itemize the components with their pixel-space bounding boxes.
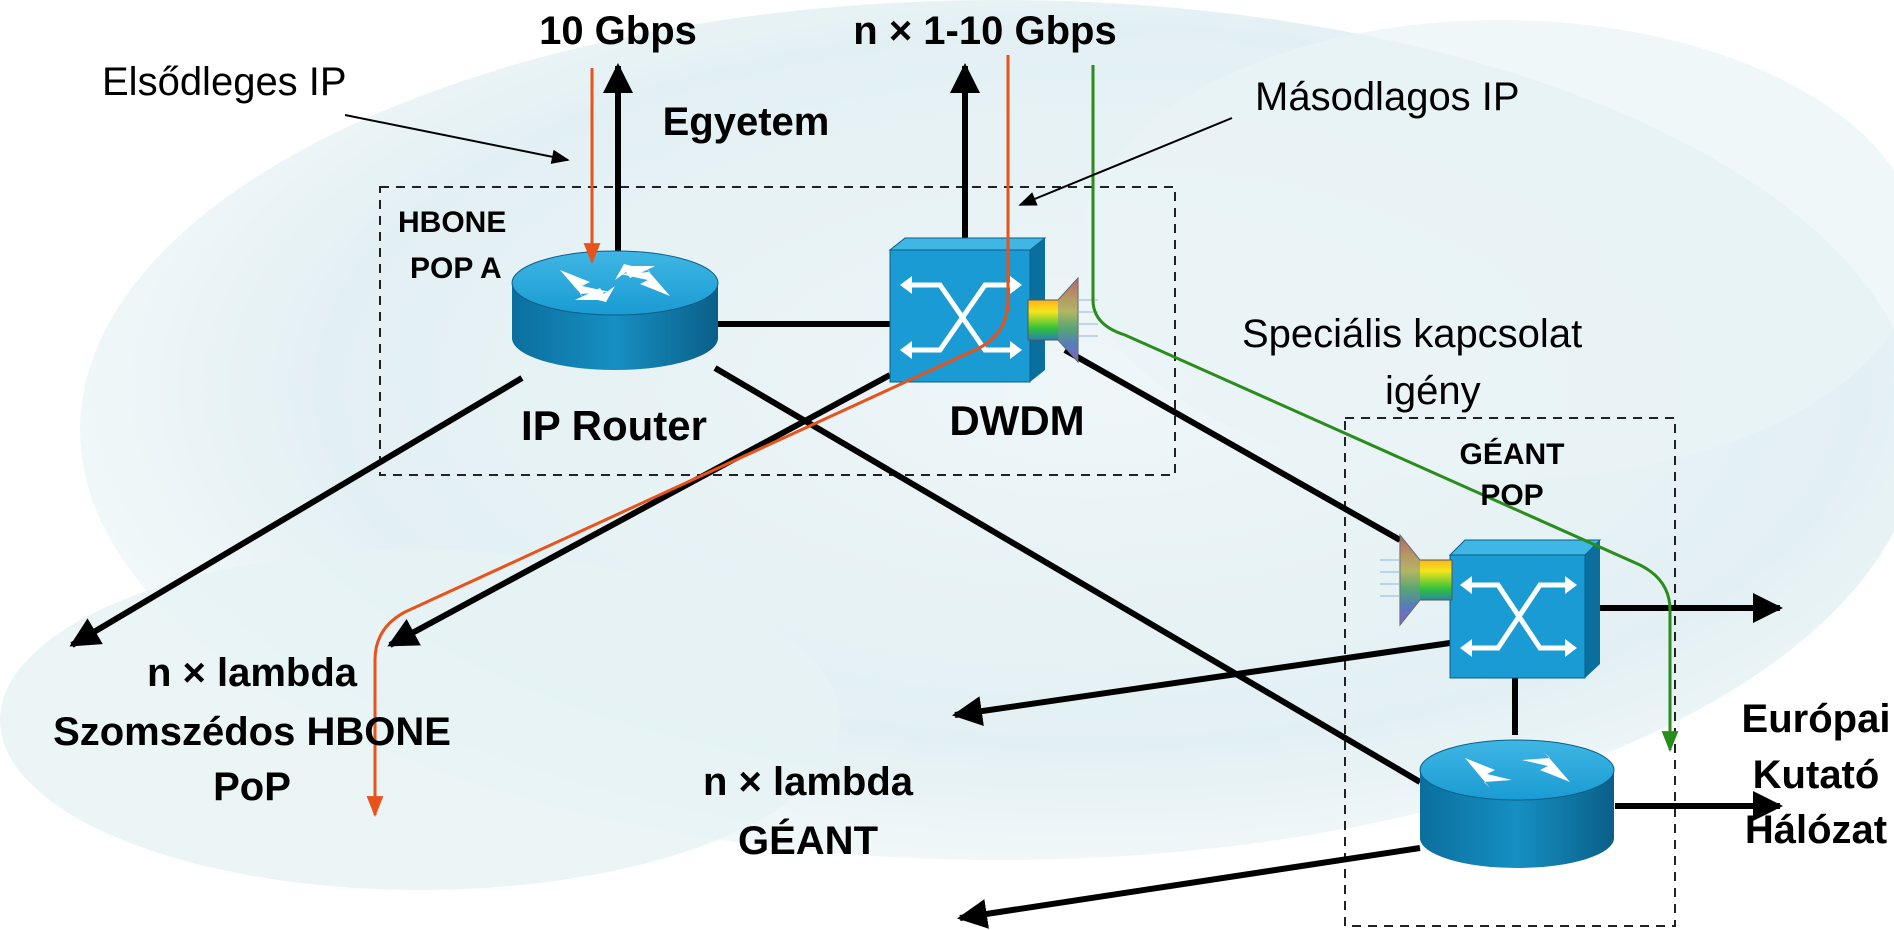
links [69, 63, 1783, 929]
ip-router-label: IP Router [521, 402, 707, 449]
geant-label: GÉANT [738, 818, 878, 863]
geant-lambda-label: n × lambda [703, 760, 914, 804]
secondary-ip-label: Másodlagos IP [1255, 75, 1520, 119]
geant-ip-router [1419, 739, 1615, 868]
geant-pop-title-line2: POP [1480, 479, 1543, 512]
european-label: Európai [1742, 697, 1891, 741]
geant-dwdm-switch [1380, 533, 1602, 679]
university-label: Egyetem [663, 100, 830, 144]
crossconnect-icon [1465, 582, 1570, 651]
secondary-ip-path [1091, 65, 1679, 753]
link-geant-router-geant [957, 845, 1421, 929]
research-label: Kutató [1753, 753, 1880, 797]
dwdm-label: DWDM [949, 397, 1084, 444]
primary-ip-path [366, 55, 1010, 818]
link-router-geant-router [713, 365, 1422, 785]
primary-ip-pointer [344, 114, 570, 164]
geant-pop-title-line1: GÉANT [1460, 437, 1565, 471]
background-swirl [0, 0, 1894, 890]
bandwidth-n-label: n × 1-10 Gbps [853, 9, 1116, 53]
network-label: Hálózat [1745, 808, 1887, 852]
hbone-pop-box [379, 186, 1176, 476]
hbone-dwdm-switch [888, 237, 1098, 383]
prism-icon [1380, 533, 1453, 627]
primary-ip-label: Elsődleges IP [102, 60, 347, 104]
special-request-line2: igény [1385, 369, 1481, 413]
neighbor-lambda-label: n × lambda [147, 651, 358, 695]
hbone-ip-router [511, 250, 719, 370]
secondary-ip-pointer [1018, 117, 1233, 206]
neighbor-hbone-label: Szomszédos HBONE [53, 710, 451, 754]
hbone-pop-title-line2: POP A [410, 252, 502, 285]
link-router-neighbor [69, 375, 524, 648]
neighbor-pop-label: PoP [213, 765, 291, 809]
bandwidth-10g-label: 10 Gbps [539, 9, 697, 53]
router-arrows-icon [560, 264, 670, 302]
link-dwdm-geant-dwdm [1063, 347, 1402, 543]
link-geant-dwdm-geant [952, 640, 1451, 726]
crossconnect-icon [905, 282, 1015, 353]
prism-icon [1027, 276, 1098, 364]
special-request-line1: Speciális kapcsolat [1242, 312, 1582, 356]
router-arrows-icon [1465, 752, 1570, 788]
geant-pop-box [1344, 417, 1676, 927]
hbone-pop-title-line1: HBONE [398, 206, 506, 239]
